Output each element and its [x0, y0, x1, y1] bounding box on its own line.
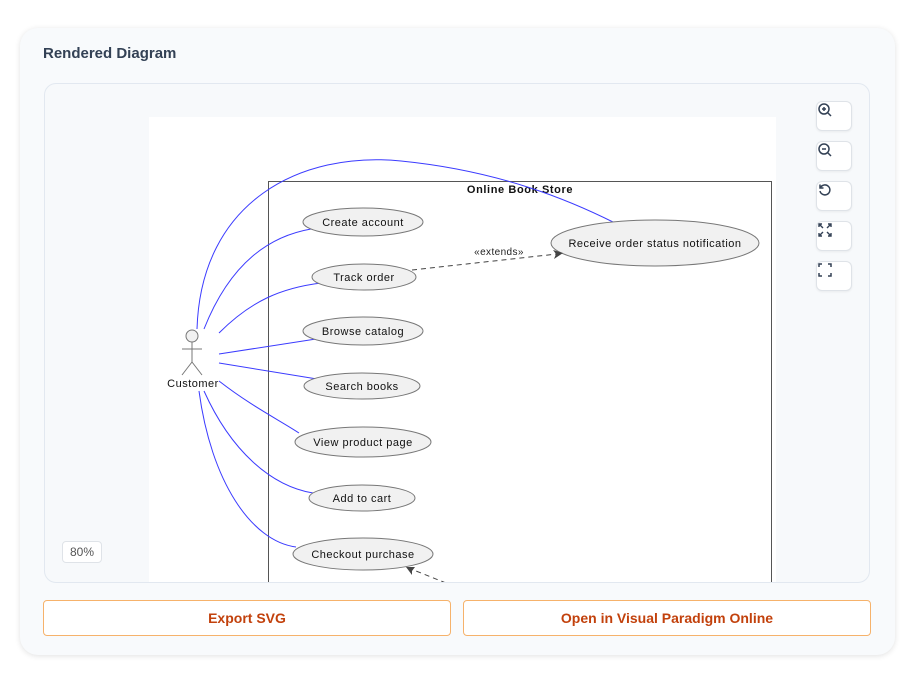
- zoom-level-indicator: 80%: [62, 541, 103, 563]
- association-line: [203, 228, 312, 330]
- extends-relation: [411, 253, 558, 271]
- use-case-receive-order-status-notification[interactable]: Receive order status notification: [550, 219, 760, 267]
- fit-button[interactable]: [816, 221, 852, 251]
- use-case-ellipse: [294, 426, 432, 458]
- arrowhead-icon: [553, 250, 563, 259]
- use-case-label: Checkout purchase: [311, 549, 414, 561]
- system-boundary: [268, 181, 772, 582]
- use-case-ellipse: [311, 263, 417, 291]
- system-name: Online Book Store: [467, 184, 573, 196]
- use-case-view-product-page[interactable]: View product page: [294, 426, 432, 458]
- use-case-track-order[interactable]: Track order: [311, 263, 417, 291]
- association-line: [198, 390, 297, 548]
- extends-label: «extends»: [474, 247, 524, 258]
- use-case-search-books[interactable]: Search books: [303, 372, 421, 400]
- zoom-in-button[interactable]: [816, 101, 852, 131]
- use-case-checkout-purchase[interactable]: Checkout purchase: [292, 537, 434, 571]
- use-case-label: Browse catalog: [322, 326, 404, 338]
- association-line: [218, 282, 322, 334]
- use-case-label: Add to cart: [333, 493, 392, 505]
- use-case-ellipse: [302, 207, 424, 237]
- export-svg-button[interactable]: Export SVG: [43, 600, 451, 636]
- zoom-out-icon: [818, 143, 832, 157]
- use-case-label: Create account: [322, 217, 404, 229]
- association-line: [218, 380, 300, 434]
- use-case-ellipse: [303, 372, 421, 400]
- association-line: [196, 159, 616, 330]
- use-case-label: Receive order status notification: [568, 238, 741, 250]
- zoom-in-icon: [818, 103, 832, 117]
- reset-icon: [819, 184, 831, 196]
- association-line: [218, 362, 318, 380]
- reset-button[interactable]: [816, 181, 852, 211]
- zoom-out-button[interactable]: [816, 141, 852, 171]
- use-case-label: Search books: [325, 381, 398, 393]
- use-case-ellipse: [292, 537, 434, 571]
- use-case-browse-catalog[interactable]: Browse catalog: [302, 316, 424, 346]
- actor-customer[interactable]: [181, 329, 203, 376]
- diagram-viewport[interactable]: Online Book Store Customer Create accoun…: [44, 83, 870, 583]
- actor-label: Customer: [167, 378, 219, 390]
- fullscreen-button[interactable]: [816, 261, 852, 291]
- use-case-add-to-cart[interactable]: Add to cart: [308, 484, 416, 512]
- panel-title: Rendered Diagram: [43, 45, 177, 62]
- fit-icon: [818, 223, 832, 237]
- association-line: [218, 338, 317, 355]
- use-case-ellipse: [302, 316, 424, 346]
- use-case-label: Track order: [333, 272, 394, 284]
- use-case-label: View product page: [313, 437, 412, 449]
- fullscreen-icon: [818, 263, 832, 277]
- arrowhead-icon: [406, 567, 415, 575]
- association-line: [203, 390, 314, 494]
- use-case-diagram: Online Book Store Customer Create accoun…: [149, 117, 776, 582]
- use-case-ellipse: [550, 219, 760, 267]
- use-case-ellipse: [308, 484, 416, 512]
- checkout-relation: [410, 568, 445, 582]
- diagram-canvas: [149, 117, 776, 582]
- open-visual-paradigm-button[interactable]: Open in Visual Paradigm Online: [463, 600, 871, 636]
- use-case-create-account[interactable]: Create account: [302, 207, 424, 237]
